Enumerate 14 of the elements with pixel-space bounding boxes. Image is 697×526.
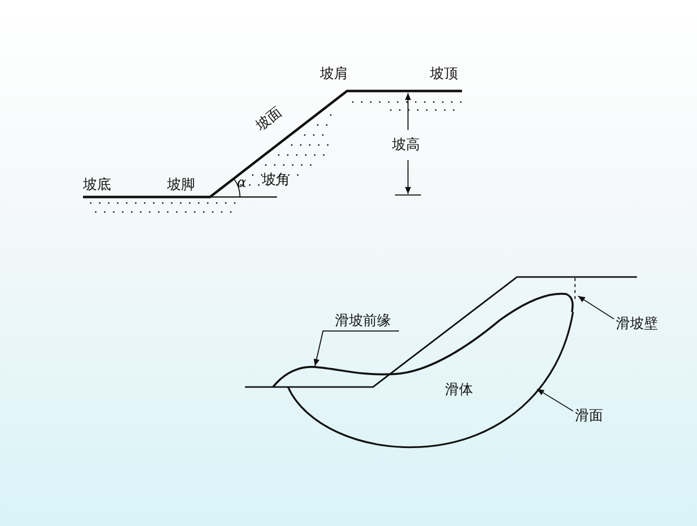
part-label: 坡顶: [430, 66, 458, 82]
callout-label: 滑坡壁: [616, 316, 658, 332]
part-label: 坡面: [253, 104, 285, 134]
leader-line: [578, 296, 614, 320]
leader-line: [314, 330, 400, 366]
callout-label: 滑坡前缘: [335, 313, 391, 329]
part-label: 坡高: [392, 137, 420, 153]
part-label: 坡底: [83, 177, 111, 193]
part-label: 坡脚: [167, 177, 195, 193]
leader-line: [536, 388, 574, 412]
part-label: 滑体: [445, 382, 473, 398]
angle-symbol: α: [237, 175, 246, 191]
part-label: 坡肩: [320, 66, 348, 82]
callout-label: 滑面: [575, 408, 603, 424]
